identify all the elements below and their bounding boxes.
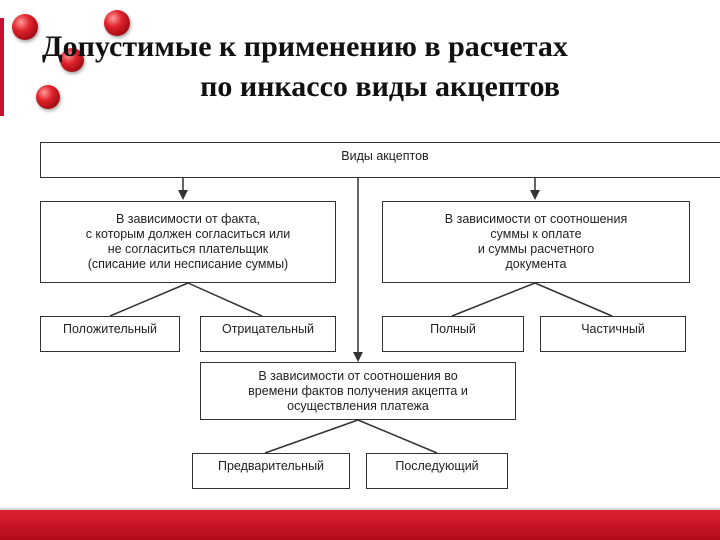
leaf-subsequent-box: Последующий <box>366 453 508 489</box>
leaf-full-box: Полный <box>382 316 524 352</box>
leaf-preliminary-box: Предварительный <box>192 453 350 489</box>
leaf-positive-box: Положительный <box>40 316 180 352</box>
leaf-partial-box: Частичный <box>540 316 686 352</box>
branch-center-box: В зависимости от соотношения во времени … <box>200 362 516 420</box>
leaf-negative-box: Отрицательный <box>200 316 336 352</box>
branch-left-box: В зависимости от факта, с которым должен… <box>40 201 336 283</box>
root-box: Виды акцептов <box>40 142 720 178</box>
branch-right-box: В зависимости от соотношения суммы к опл… <box>382 201 690 283</box>
footer-bar <box>0 510 720 540</box>
